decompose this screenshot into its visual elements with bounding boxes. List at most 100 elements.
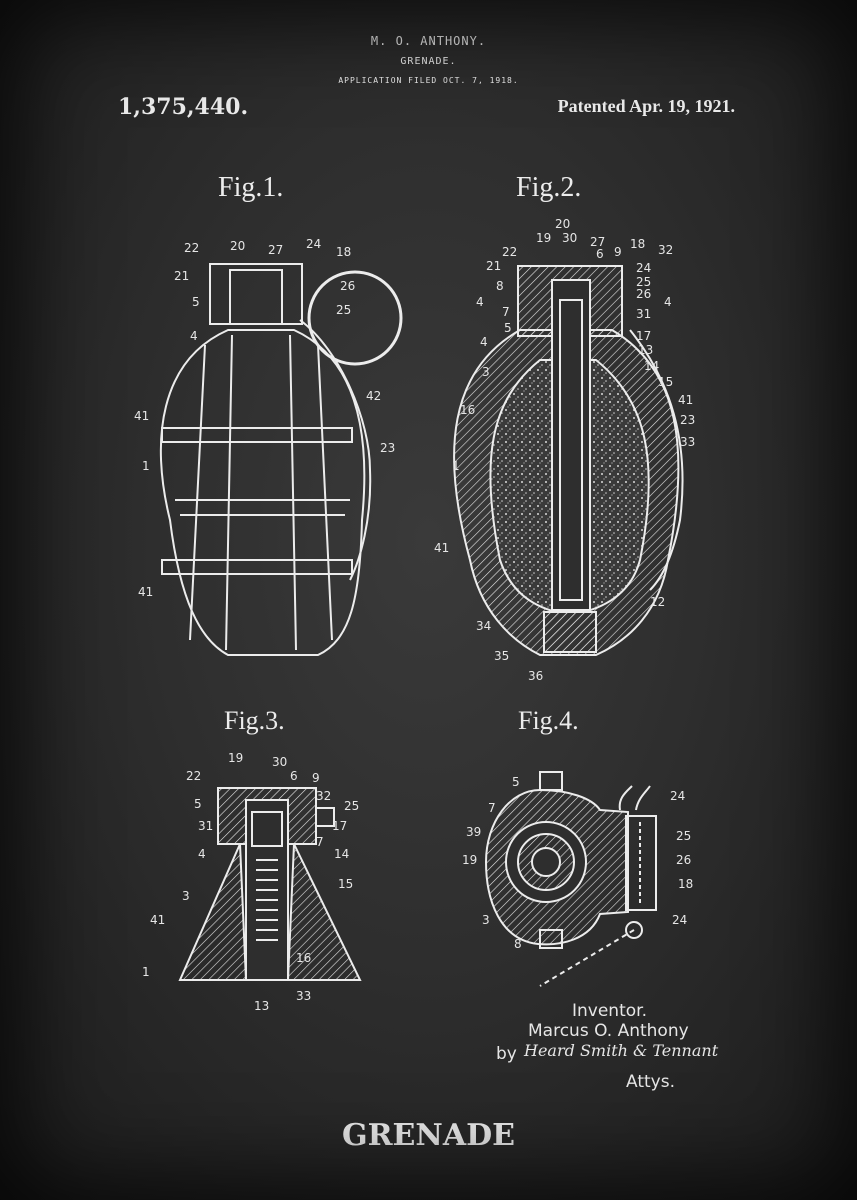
callout: 41 (150, 913, 165, 927)
fig4-label: Fig.4. (518, 706, 579, 735)
callout: 23 (380, 441, 395, 455)
callout: 42 (366, 389, 381, 403)
inventor-name: Marcus O. Anthony (528, 1021, 689, 1041)
fig1-lever (299, 319, 372, 581)
fig1-pull-ring (307, 270, 403, 366)
callout: 22 (186, 769, 201, 783)
callout: 25 (344, 799, 359, 813)
callout: 19 (228, 751, 243, 765)
callout: 13 (638, 343, 653, 357)
callout: 3 (482, 365, 490, 379)
fig3-drawing (178, 787, 362, 981)
callout: 21 (174, 269, 189, 283)
header-subject: GRENADE. (400, 56, 457, 67)
fig2-callouts: 20 19 30 27 22 6 9 18 32 21 24 8 25 4 26… (434, 217, 695, 683)
fig3-cap (251, 811, 283, 847)
callout: 32 (658, 243, 673, 257)
fig3-spring (256, 859, 278, 941)
fig2-label: Fig.2. (516, 172, 582, 203)
callout: 5 (512, 775, 520, 789)
fig4-callouts: 5 24 7 25 39 19 26 18 3 24 8 (462, 775, 693, 951)
header-inventor: M. O. ANTHONY. (370, 34, 487, 48)
fig3-callouts: 19 30 6 9 22 32 25 5 17 31 7 4 14 15 3 4… (142, 751, 359, 1013)
callout: 26 (636, 287, 651, 301)
fig1-segment-grooves (189, 334, 333, 651)
callout: 25 (636, 275, 651, 289)
callout: 23 (680, 413, 695, 427)
callout: 31 (198, 819, 213, 833)
callout: 7 (502, 305, 510, 319)
fig3-label: Fig.3. (224, 706, 285, 735)
callout: 33 (296, 989, 311, 1003)
callout: 20 (230, 239, 245, 253)
callout: 3 (182, 889, 190, 903)
callout: 5 (194, 797, 202, 811)
callout: 25 (336, 303, 351, 317)
fig4-drawing (484, 771, 657, 987)
callout: 22 (184, 241, 199, 255)
attorneys-label: Attys. (626, 1072, 675, 1092)
fig2-fuze-core (559, 299, 583, 601)
callout: 4 (190, 329, 198, 343)
fig4-pull-cord (539, 929, 635, 987)
fig4-core (531, 847, 561, 877)
callout: 17 (636, 329, 651, 343)
fig3-shell-right (286, 843, 362, 981)
callout: 17 (332, 819, 347, 833)
callout: 39 (466, 825, 481, 839)
callout: 16 (296, 951, 311, 965)
fig2-drawing (453, 265, 684, 656)
callout: 4 (476, 295, 484, 309)
fig4-prongs (618, 785, 651, 811)
fig1-label: Fig.1. (218, 172, 284, 203)
fig2-fuze-channel (551, 279, 591, 611)
callout: 30 (562, 231, 577, 245)
fig4-lever-plate (625, 815, 657, 911)
fig3-pin-slot (315, 807, 335, 827)
fig1-drawing (159, 263, 403, 656)
fig2-base-plug (543, 611, 597, 653)
callout: 16 (460, 403, 475, 417)
fig1-segment-rows (175, 499, 350, 516)
callout: 12 (650, 595, 665, 609)
fig1-fuze-plug (229, 269, 283, 325)
poster-title: GRENADE (342, 1118, 515, 1153)
callout: 18 (630, 237, 645, 251)
callout: 24 (672, 913, 687, 927)
callout: 6 (290, 769, 298, 783)
attorney-firm: Heard Smith & Tennant (524, 1041, 719, 1060)
callout: 13 (254, 999, 269, 1013)
fig1-fuze-body (209, 263, 303, 325)
callout: 15 (338, 877, 353, 891)
callout: 3 (482, 913, 490, 927)
callout: 30 (272, 755, 287, 769)
callout: 20 (555, 217, 570, 231)
callout: 15 (658, 375, 673, 389)
callout: 41 (138, 585, 153, 599)
callout: 41 (134, 409, 149, 423)
fig1-callouts: 22 20 27 24 18 21 26 5 25 4 42 41 23 1 4… (134, 237, 395, 599)
callout: 18 (336, 245, 351, 259)
callout: 26 (340, 279, 355, 293)
callout: 9 (614, 245, 622, 259)
callout: 41 (434, 541, 449, 555)
callout: 5 (192, 295, 200, 309)
callout: 6 (596, 247, 604, 261)
attorney-by: by (496, 1044, 517, 1064)
fig1-band-top (161, 427, 353, 443)
callout: 18 (678, 877, 693, 891)
callout: 24 (636, 261, 651, 275)
callout: 1 (142, 459, 150, 473)
callout: 21 (486, 259, 501, 273)
callout: 8 (496, 279, 504, 293)
callout: 24 (306, 237, 321, 251)
callout: 27 (590, 235, 605, 249)
fig4-ring (625, 921, 643, 939)
fig1-band-bottom (161, 559, 353, 575)
callout: 4 (664, 295, 672, 309)
patented-date: Patented Apr. 19, 1921. (557, 96, 735, 116)
callout: 8 (514, 937, 522, 951)
callout: 4 (480, 335, 488, 349)
